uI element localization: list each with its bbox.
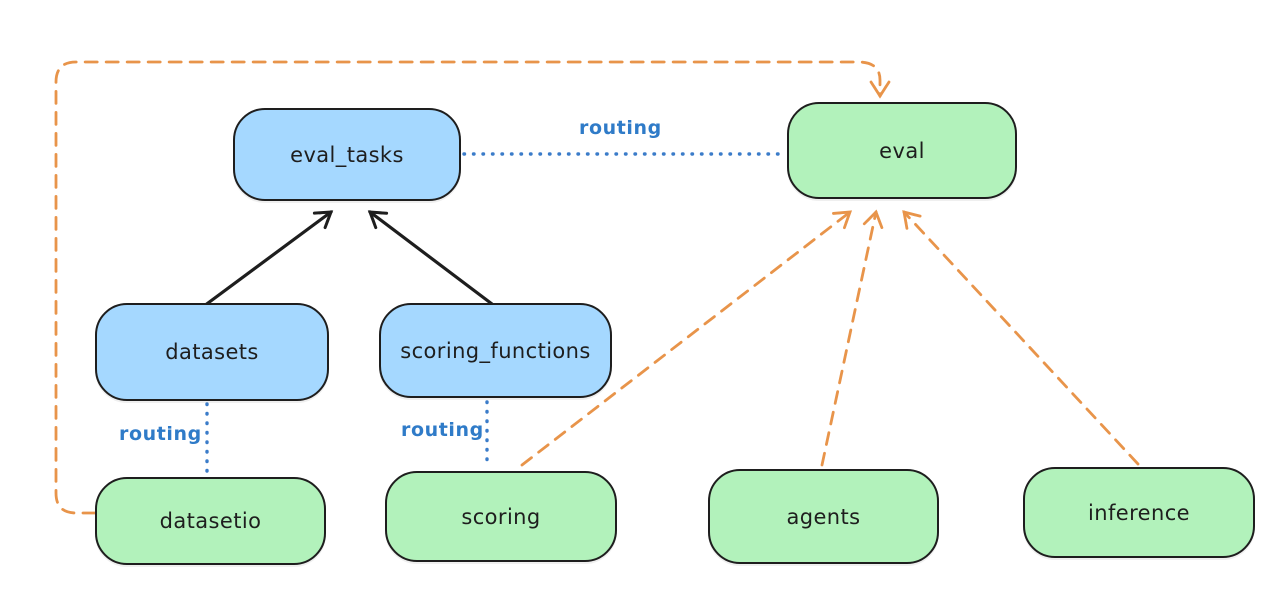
edge-inference-to-eval[interactable] — [902, 210, 1140, 466]
node-agents-label: agents — [786, 504, 861, 529]
edge-datasetio-to-eval[interactable] — [54, 60, 891, 515]
edge-datasets-to-eval-tasks[interactable] — [202, 210, 334, 308]
node-eval-tasks-label: eval_tasks — [290, 142, 404, 167]
edge-agents-to-eval[interactable] — [820, 209, 884, 467]
node-agents[interactable]: agents — [708, 469, 939, 564]
routing-label-datasets-datasetio[interactable]: routing — [119, 423, 202, 445]
edge-scoring-to-eval[interactable] — [520, 210, 853, 467]
node-scoring-functions[interactable]: scoring_functions — [379, 303, 612, 398]
edge-scoring-functions-to-eval-tasks[interactable] — [367, 210, 494, 306]
node-datasets-label: datasets — [165, 340, 259, 364]
node-scoring-label: scoring — [461, 504, 541, 529]
node-datasetio-label: datasetio — [159, 509, 262, 533]
node-scoring-functions-label: scoring_functions — [400, 338, 591, 363]
routing-label-scoring-functions-scoring[interactable]: routing — [401, 419, 484, 441]
node-inference[interactable]: inference — [1023, 467, 1255, 558]
node-datasetio[interactable]: datasetio — [95, 477, 326, 565]
node-eval-label: eval — [879, 138, 925, 163]
node-eval[interactable]: eval — [787, 102, 1017, 199]
node-eval-tasks[interactable]: eval_tasks — [233, 108, 461, 201]
node-datasets[interactable]: datasets — [95, 303, 329, 401]
routing-label-eval-tasks-eval[interactable]: routing — [579, 117, 662, 139]
node-inference-label: inference — [1088, 500, 1190, 525]
node-scoring[interactable]: scoring — [385, 471, 617, 562]
